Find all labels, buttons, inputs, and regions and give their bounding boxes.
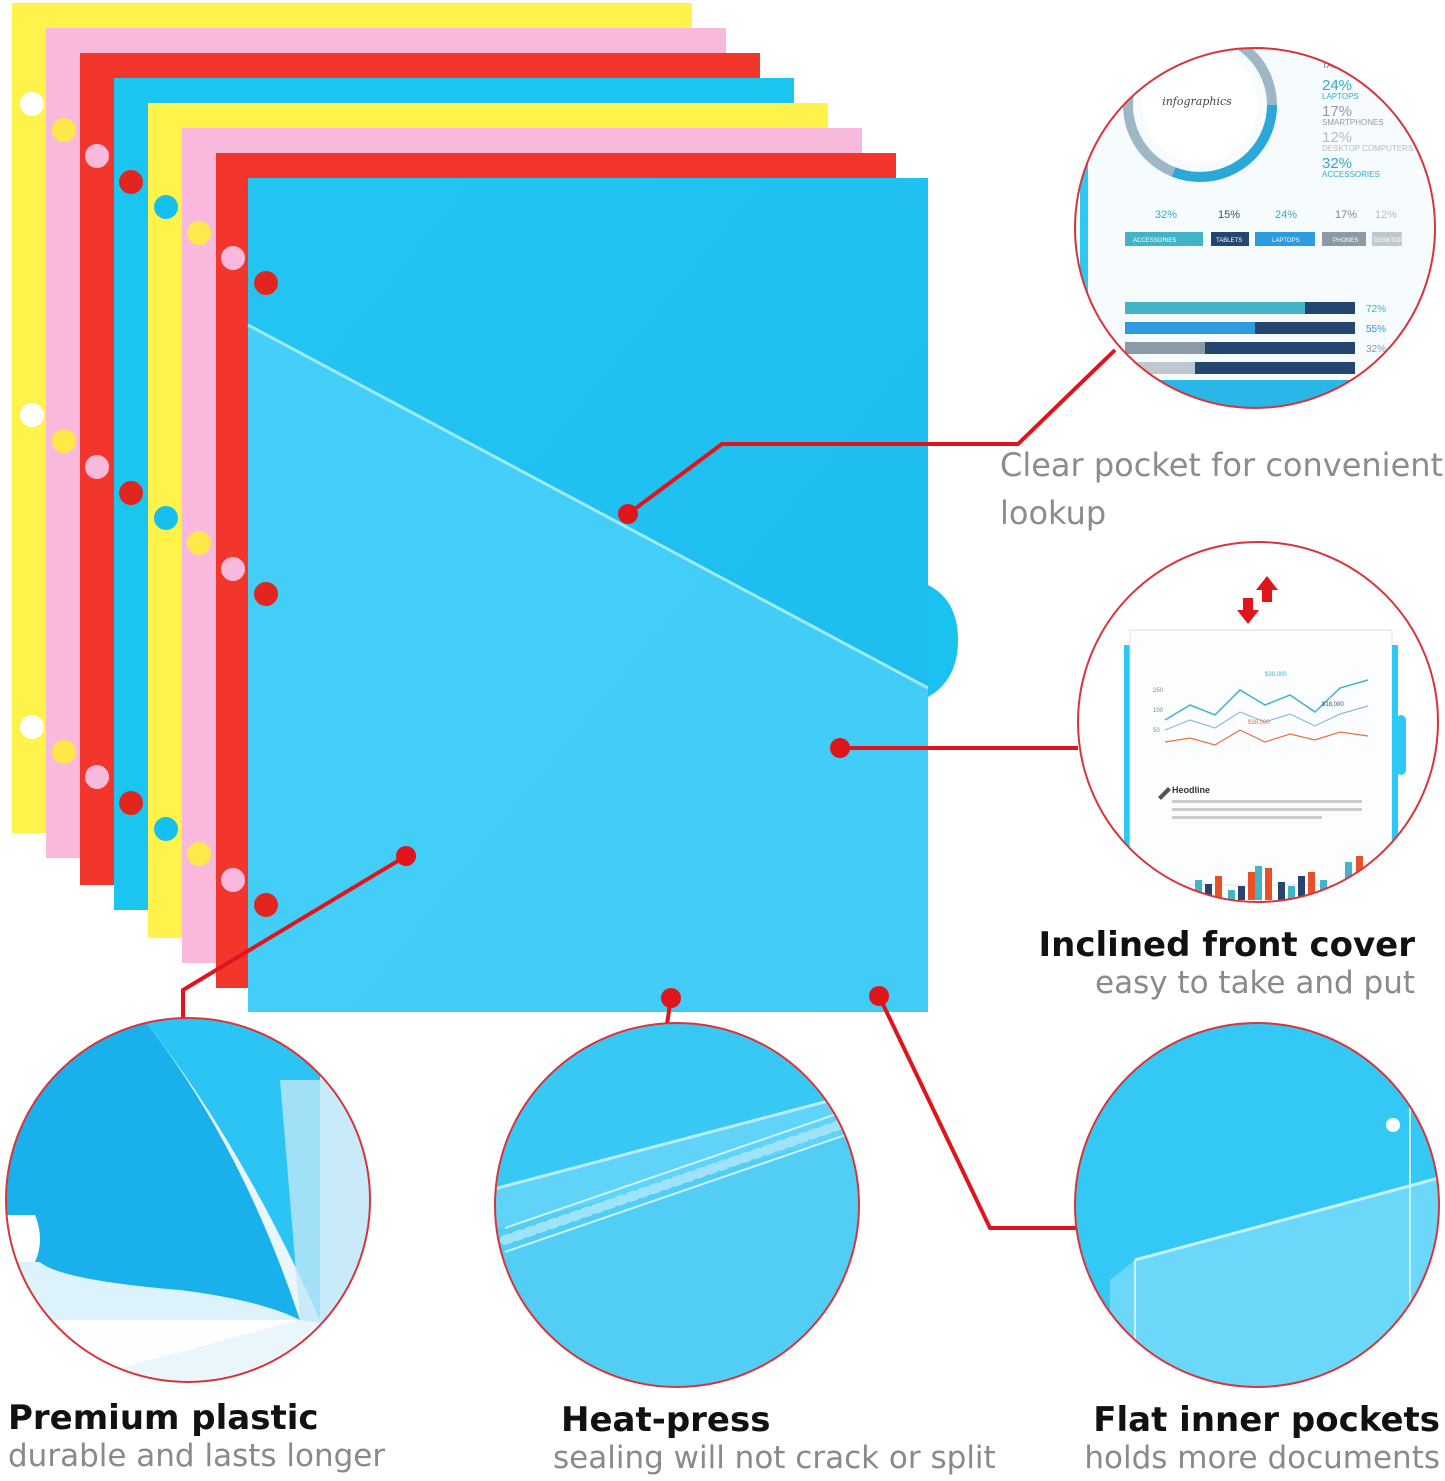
zoom-circle-infographic: infographics TABL 24% LAPTOPS 17% SMARTP… — [1074, 47, 1436, 409]
svg-text:250: 250 — [1153, 688, 1164, 694]
svg-text:DESKTOP: DESKTOP — [1374, 238, 1403, 244]
svg-text:$38,000: $38,000 — [1248, 720, 1270, 726]
zoom-circle-pocket — [1074, 1022, 1440, 1388]
heat-press-sub: sealing will not crack or split — [553, 1440, 996, 1476]
svg-text:17%: 17% — [1335, 209, 1357, 221]
svg-text:DESKTOP COMPUTERS: DESKTOP COMPUTERS — [1322, 144, 1413, 153]
zoom-circle-seal — [494, 1022, 860, 1388]
zoom-circle-report: 250 100 50 $39,000 $18,000 $38,000 Heodl… — [1077, 541, 1439, 903]
svg-text:100: 100 — [1153, 708, 1164, 714]
clear-pocket-overlay — [248, 325, 928, 1012]
svg-text:24%: 24% — [1275, 209, 1297, 221]
premium-plastic-label: Premium plastic durable and lasts longer — [8, 1398, 385, 1474]
svg-text:$18,000: $18,000 — [1322, 702, 1344, 708]
svg-text:12%: 12% — [1322, 129, 1352, 146]
svg-text:32%: 32% — [1366, 344, 1386, 355]
svg-text:LAPTOPS: LAPTOPS — [1322, 92, 1359, 101]
zoom-circle-plastic — [5, 1017, 371, 1383]
callout-dots — [396, 504, 889, 1008]
heat-press-label: Heat-press sealing will not crack or spl… — [553, 1400, 996, 1476]
premium-plastic-title: Premium plastic — [8, 1398, 319, 1438]
svg-text:ACCESSORIES: ACCESSORIES — [1322, 170, 1380, 179]
svg-text:PHONES: PHONES — [1333, 238, 1358, 244]
inclined-cover-title: Inclined front cover — [1038, 925, 1415, 965]
svg-text:72%: 72% — [1366, 304, 1386, 315]
svg-text:32%: 32% — [1322, 155, 1352, 172]
svg-text:ACCESSORIES: ACCESSORIES — [1133, 238, 1176, 244]
svg-text:15%: 15% — [1218, 209, 1240, 221]
stat-pct: 24% — [1322, 77, 1352, 94]
clear-pocket-label: Clear pocket for convenient lookup — [1000, 446, 1444, 532]
svg-text:17%: 17% — [1322, 103, 1352, 120]
callout-lines — [181, 348, 1117, 1230]
infographic-heading: infographics — [1162, 95, 1232, 108]
svg-text:55%: 55% — [1366, 324, 1386, 335]
svg-text:TABLETS: TABLETS — [1216, 238, 1242, 244]
svg-text:SMARTPHONES: SMARTPHONES — [1322, 118, 1384, 127]
folder-stack — [12, 3, 958, 1012]
premium-plastic-sub: durable and lasts longer — [8, 1438, 386, 1474]
inclined-cover-sub: easy to take and put — [1095, 965, 1415, 1001]
heat-press-title: Heat-press — [561, 1400, 771, 1440]
flat-pockets-label: Flat inner pockets holds more documents — [1084, 1400, 1440, 1476]
flat-pockets-sub: holds more documents — [1084, 1440, 1440, 1476]
report-heading: Heodline — [1172, 785, 1210, 795]
svg-text:50: 50 — [1153, 728, 1160, 734]
svg-text:12%: 12% — [1375, 209, 1397, 221]
inclined-cover-label: Inclined front cover easy to take and pu… — [1039, 925, 1415, 1001]
svg-text:32%: 32% — [1155, 209, 1177, 221]
svg-text:$39,000: $39,000 — [1265, 672, 1287, 678]
flat-pockets-title: Flat inner pockets — [1093, 1400, 1440, 1440]
binder-holes — [20, 92, 278, 917]
svg-text:LAPTOPS: LAPTOPS — [1272, 238, 1300, 244]
folder-tab — [928, 585, 958, 697]
